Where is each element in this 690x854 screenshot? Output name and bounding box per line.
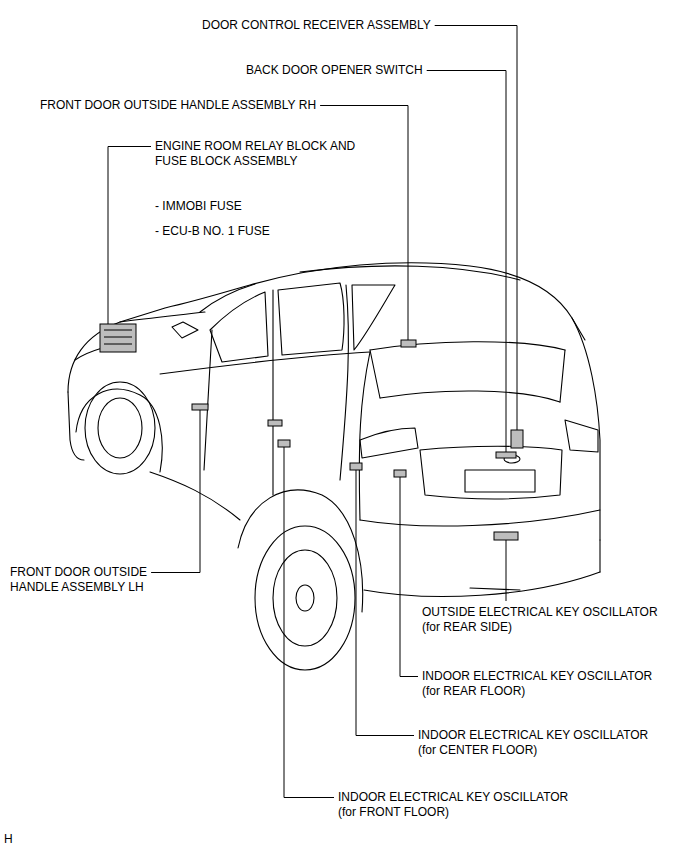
leader-line xyxy=(356,470,414,736)
leader-line xyxy=(151,410,200,573)
part-label: INDOOR ELECTRICAL KEY OSCILLATOR (for FR… xyxy=(338,790,571,820)
part-label: OUTSIDE ELECTRICAL KEY OSCILLATOR (for R… xyxy=(422,605,660,635)
leader-line xyxy=(400,477,418,677)
part-label: FRONT DOOR OUTSIDE HANDLE ASSEMBLY RH xyxy=(40,98,316,113)
part-label: INDOOR ELECTRICAL KEY OSCILLATOR (for CE… xyxy=(418,728,651,758)
leader-line xyxy=(284,447,334,798)
part-label: - IMMOBI FUSE xyxy=(155,199,242,214)
figure-code: H xyxy=(4,832,13,847)
leader-line xyxy=(108,147,151,325)
leader-line xyxy=(506,540,507,601)
part-label: - ECU-B NO. 1 FUSE xyxy=(155,224,270,239)
part-label: INDOOR ELECTRICAL KEY OSCILLATOR (for RE… xyxy=(422,669,655,699)
leader-line xyxy=(427,71,506,453)
part-label: BACK DOOR OPENER SWITCH xyxy=(246,63,423,78)
part-label: ENGINE ROOM RELAY BLOCK AND FUSE BLOCK A… xyxy=(155,139,358,169)
part-label: FRONT DOOR OUTSIDE HANDLE ASSEMBLY LH xyxy=(10,565,150,595)
leader-line xyxy=(435,26,517,431)
part-label: DOOR CONTROL RECEIVER ASSEMBLY xyxy=(202,18,431,33)
